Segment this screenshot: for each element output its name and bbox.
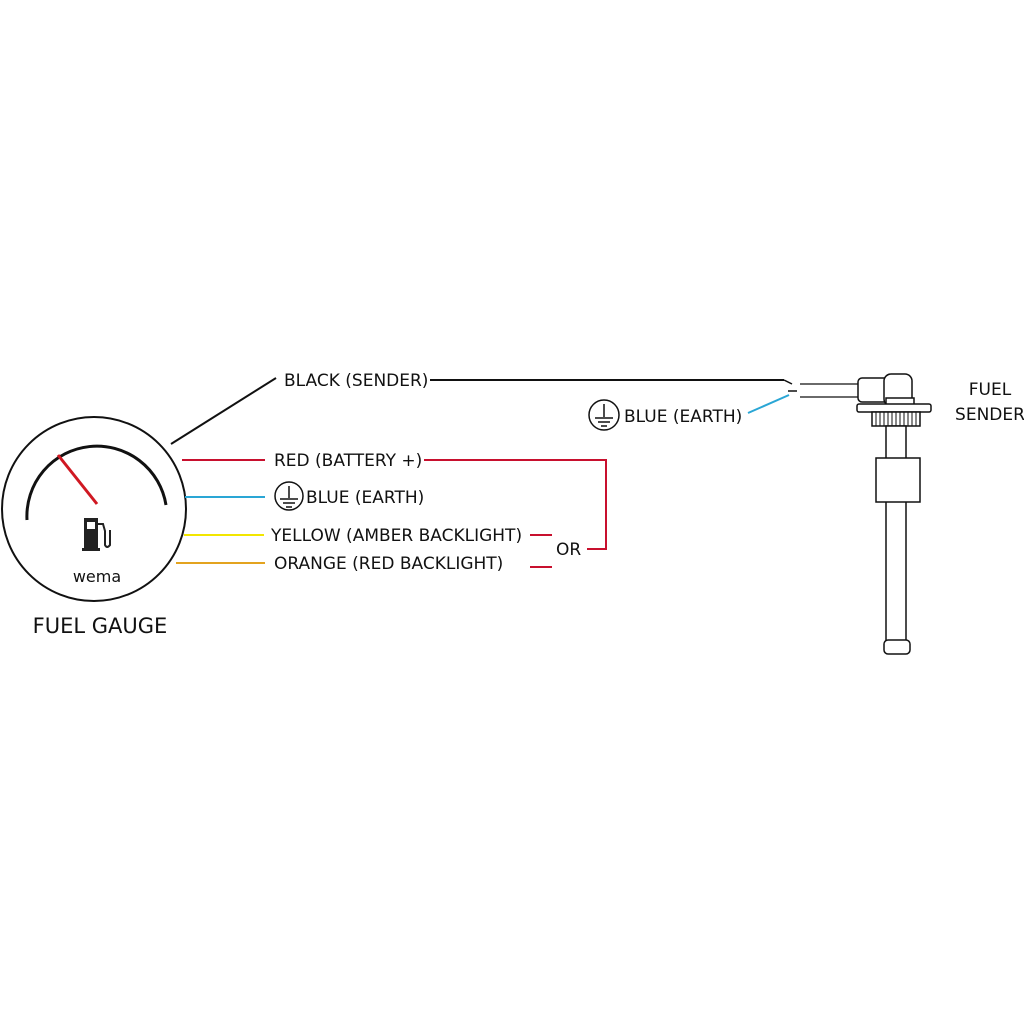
sender-ground-symbol-icon [588,399,620,431]
fuel-pump-icon [82,518,111,551]
gauge-scale-arc [25,444,168,521]
black-wire-label: BLACK (SENDER) [284,371,428,391]
blue-wire-sender [747,394,790,414]
or-label: OR [556,540,581,560]
ground-symbol-icon [274,481,304,511]
yellow-wire-label: YELLOW (AMBER BACKLIGHT) [270,526,522,546]
gauge-needle [56,454,99,505]
gauge-brand: wema [73,567,121,586]
sender-title-line1: FUEL [969,380,1012,400]
orange-wire-label: ORANGE (RED BACKLIGHT) [274,554,503,574]
red-wire-loop [424,459,607,550]
gauge-bezel [1,416,187,602]
fuel-gauge: wema [1,416,187,602]
sender-title-line2: SENDER [955,405,1024,425]
sender-earth-label: BLUE (EARTH) [624,407,742,427]
red-wire-label: RED (BATTERY +) [274,451,422,471]
black-wire-gauge [170,377,277,445]
blue-wire-label: BLUE (EARTH) [306,488,424,508]
gauge-title: FUEL GAUGE [33,614,168,638]
fuel-sender [783,373,932,655]
sender-float [875,457,921,503]
